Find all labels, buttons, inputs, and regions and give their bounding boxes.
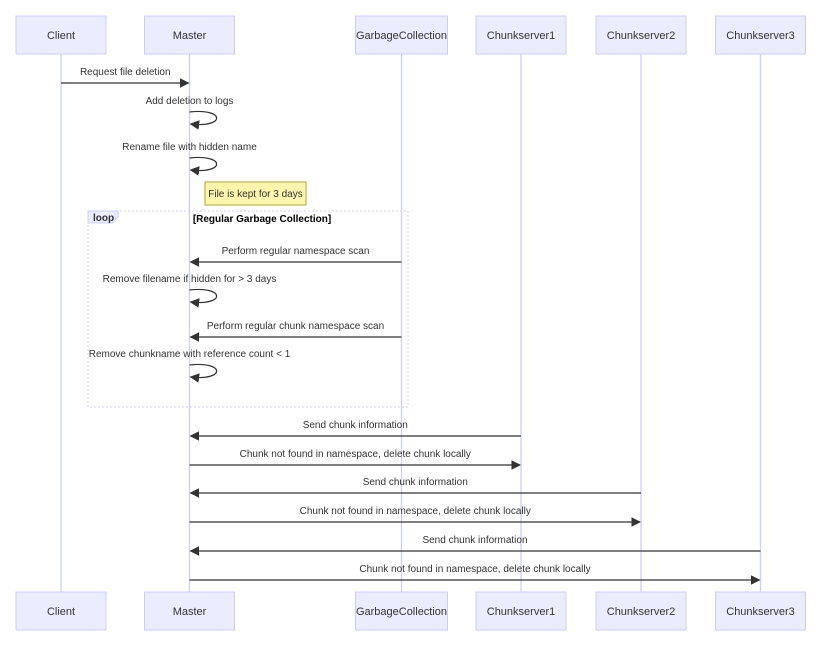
note-text: File is kept for 3 days [208, 189, 302, 200]
actor-box [355, 15, 448, 55]
message-label: Send chunk information [422, 535, 527, 546]
self-message-arrow [189, 288, 218, 308]
actors-top: Client Master GarbageCollection Chunkserver… [15, 15, 806, 55]
actor-label: Chunkserver1 [487, 606, 555, 618]
actor-box [475, 15, 567, 55]
self-message-arrow [189, 156, 218, 176]
message-13: Chunk not found in namespace, delete chu… [189, 564, 761, 585]
message-9: Chunk not found in namespace, delete chu… [189, 449, 521, 470]
actor-label: Chunkserver3 [726, 606, 794, 618]
actor-master-bottom: Master [144, 591, 235, 631]
message-label: Send chunk information [363, 477, 468, 488]
actors-bottom: Client Master GarbageCollection Chunkserver… [15, 591, 806, 631]
actor-label: Chunkserver2 [607, 606, 675, 618]
actor-label: Chunkserver2 [607, 30, 675, 42]
actor-chunkserver2-bottom: Chunkserver2 [595, 591, 687, 631]
message-label: Remove filename if hidden for > 3 days [103, 274, 277, 285]
loop-frame: loop [Regular Garbage Collection] [87, 210, 409, 408]
actor-label: Master [173, 30, 207, 42]
actor-label: Chunkserver3 [726, 30, 794, 42]
message-label: Remove chunkname with reference count < … [89, 349, 291, 360]
note-box [204, 181, 307, 206]
actor-box [15, 15, 107, 55]
message-12: Send chunk information [189, 535, 761, 556]
message-2: Add deletion to logs [146, 96, 234, 130]
message-11: Chunk not found in namespace, delete chu… [189, 506, 641, 527]
actor-box [595, 591, 687, 631]
actor-box [355, 591, 448, 631]
message-label: Request file deletion [80, 67, 171, 78]
message-10: Send chunk information [189, 477, 641, 498]
message-3: Rename file with hidden name [122, 142, 257, 176]
actor-box [475, 591, 567, 631]
actor-label: GarbageCollection [356, 30, 447, 42]
actor-label: Master [173, 606, 207, 618]
self-message-arrow [189, 110, 218, 130]
loop-tab [87, 210, 119, 224]
actor-chunkserver2-top: Chunkserver2 [595, 15, 687, 55]
message-label: Chunk not found in namespace, delete chu… [240, 449, 471, 460]
actor-chunkserver3-bottom: Chunkserver3 [715, 591, 806, 631]
actor-box [144, 591, 235, 631]
actor-chunkserver1-bottom: Chunkserver1 [475, 591, 567, 631]
message-label: Add deletion to logs [146, 96, 234, 107]
loop-title: [Regular Garbage Collection] [193, 214, 331, 225]
actor-box [715, 15, 806, 55]
actor-box [144, 15, 235, 55]
message-label: Chunk not found in namespace, delete chu… [300, 506, 531, 517]
message-8: Send chunk information [189, 420, 521, 441]
message-label: Perform regular namespace scan [222, 246, 370, 257]
actor-box [715, 591, 806, 631]
message-label: Perform regular chunk namespace scan [207, 321, 384, 332]
message-label: Rename file with hidden name [122, 142, 257, 153]
note-layer: File is kept for 3 days [204, 181, 307, 206]
actor-chunkserver3-top: Chunkserver3 [715, 15, 806, 55]
message-1: Request file deletion [61, 67, 190, 88]
message-label: Chunk not found in namespace, delete chu… [359, 564, 590, 575]
actor-label: Client [47, 30, 75, 42]
loop-box [87, 210, 409, 408]
actor-label: Client [47, 606, 75, 618]
lifelines [60, 54, 762, 592]
actor-box [595, 15, 687, 55]
loop-label: loop [93, 213, 114, 224]
actor-label: Chunkserver1 [487, 30, 555, 42]
actor-label: GarbageCollection [356, 606, 447, 618]
message-4: Perform regular namespace scan [189, 246, 402, 267]
message-6: Perform regular chunk namespace scan [189, 321, 402, 342]
message-7: Remove chunkname with reference count < … [89, 349, 291, 383]
self-message-arrow [189, 363, 218, 383]
actor-garbagecollection-top: GarbageCollection [355, 15, 448, 55]
actor-chunkserver1-top: Chunkserver1 [475, 15, 567, 55]
message-5: Remove filename if hidden for > 3 days [103, 274, 277, 308]
actor-client-bottom: Client [15, 591, 107, 631]
actor-box [15, 591, 107, 631]
actor-master-top: Master [144, 15, 235, 55]
actor-garbagecollection-bottom: GarbageCollection [355, 591, 448, 631]
message-label: Send chunk information [303, 420, 408, 431]
actor-client-top: Client [15, 15, 107, 55]
